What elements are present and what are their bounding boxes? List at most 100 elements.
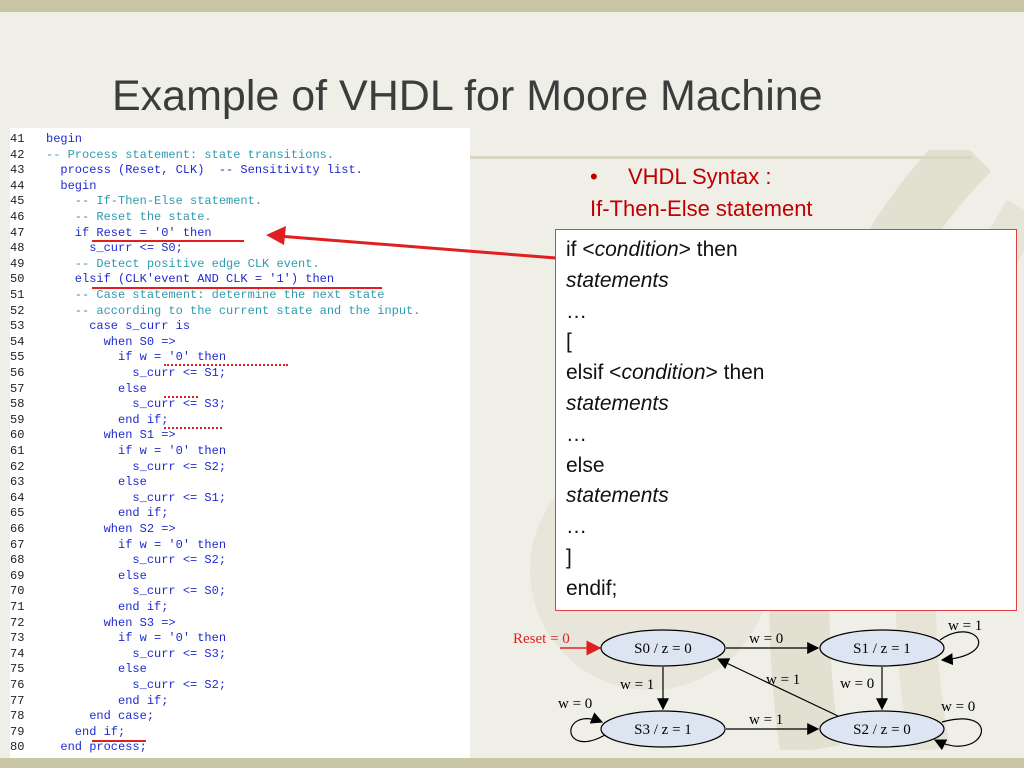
- syntax-line: elsif <condition> then: [566, 361, 765, 385]
- syntax-box: if <condition> then statements … [ elsif <co…: [555, 229, 1017, 611]
- line-number: 68: [10, 553, 25, 568]
- line-number: 61: [10, 444, 25, 458]
- syntax-line: statements: [566, 269, 669, 293]
- code-text: else: [46, 475, 147, 490]
- line-number: 77: [10, 693, 25, 708]
- underline-end-if-outer: [92, 740, 146, 742]
- code-text: end if;: [46, 412, 169, 427]
- code-text: else: [46, 568, 147, 583]
- syntax-line: [: [566, 330, 572, 354]
- underline-elsif: [92, 287, 382, 289]
- syntax-line: …: [566, 423, 587, 447]
- line-number: 47: [10, 225, 25, 240]
- syntax-line: if <condition> then: [566, 238, 738, 262]
- line-number: 42: [10, 147, 25, 162]
- code-text: end process;: [46, 740, 147, 755]
- code-text: when S1 =>: [46, 428, 176, 443]
- line-number: 54: [10, 334, 25, 349]
- code-text: end if;: [46, 506, 169, 521]
- syntax-text: ]: [566, 546, 572, 569]
- code-text: elsif (CLK'event AND CLK = '1') then: [46, 272, 335, 287]
- label-s0-s3: w = 1: [620, 677, 654, 693]
- code-text: end if;: [46, 724, 126, 739]
- code-text: -- Process statement: state transitions.: [46, 147, 335, 162]
- label-s1-self: w = 1: [948, 618, 982, 634]
- code-text: else: [46, 381, 147, 396]
- code-text: if w = '0' then: [46, 444, 227, 458]
- edge-s2-s0: [716, 658, 839, 717]
- code-text: -- Case statement: determine the next st…: [46, 288, 385, 302]
- state-s3: [600, 710, 726, 748]
- line-number: 67: [10, 537, 25, 552]
- line-number: 64: [10, 490, 25, 505]
- syntax-subtitle: If-Then-Else statement: [590, 196, 813, 221]
- top-band: [0, 0, 1024, 12]
- line-number: 55: [10, 350, 25, 365]
- line-number: 48: [10, 241, 25, 256]
- syntax-line: statements: [566, 484, 669, 508]
- line-number: 72: [10, 615, 25, 630]
- label-s1-s2: w = 0: [840, 676, 874, 692]
- line-number: 76: [10, 678, 25, 692]
- state-s0: [600, 629, 726, 667]
- code-text: s_curr <= S1;: [46, 366, 227, 380]
- state-s2-label: S2 / z = 0: [853, 722, 911, 738]
- line-number: 79: [10, 724, 25, 739]
- line-number: 62: [10, 459, 25, 474]
- syntax-line: endif;: [566, 577, 617, 601]
- line-number: 46: [10, 210, 25, 224]
- syntax-text: > then: [705, 361, 765, 385]
- line-number: 53: [10, 319, 25, 334]
- code-text: if w = '0' then: [46, 631, 227, 646]
- loop-s3: [570, 712, 606, 743]
- code-text: s_curr <= S2;: [46, 459, 227, 474]
- syntax-line: …: [566, 515, 587, 539]
- code-text: process (Reset, CLK) -- Sensitivity list…: [46, 163, 363, 178]
- underline-if-w: [164, 364, 288, 366]
- syntax-placeholder: statements: [566, 484, 669, 508]
- state-s2: [819, 710, 945, 748]
- bullet-label: VHDL Syntax :: [628, 164, 772, 189]
- line-number: 60: [10, 428, 25, 443]
- line-number: 65: [10, 506, 25, 521]
- code-text: -- Detect positive edge CLK event.: [46, 256, 320, 271]
- loop-s2: [933, 718, 983, 751]
- line-number: 75: [10, 662, 25, 677]
- line-number: 70: [10, 584, 25, 599]
- state-s0-label: S0 / z = 0: [634, 641, 692, 657]
- syntax-placeholder: statements: [566, 268, 669, 292]
- line-number: 57: [10, 381, 25, 396]
- label-s2-s0: w = 1: [766, 672, 800, 688]
- code-text: -- according to the current state and th…: [46, 303, 421, 318]
- line-number: 52: [10, 303, 25, 318]
- syntax-placeholder: statements: [566, 392, 669, 415]
- bottom-band: [0, 758, 1024, 768]
- underline-end-if: [164, 427, 222, 429]
- syntax-text: …: [566, 515, 587, 539]
- syntax-text: [: [566, 330, 572, 354]
- line-number: 66: [10, 522, 25, 536]
- syntax-text: endif;: [566, 576, 618, 600]
- syntax-text: else: [566, 453, 605, 477]
- reset-label: Reset = 0: [513, 631, 570, 647]
- line-number: 73: [10, 631, 25, 646]
- state-s1-label: S1 / z = 1: [853, 641, 911, 657]
- line-number: 41: [10, 132, 25, 146]
- code-text: s_curr <= S0;: [46, 241, 183, 256]
- line-number: 78: [10, 709, 25, 724]
- bullet-marker: •: [590, 164, 598, 189]
- code-text: s_curr <= S1;: [46, 490, 227, 505]
- title-divider: [470, 156, 972, 159]
- syntax-placeholder: condition: [621, 361, 706, 385]
- syntax-text: elsif <: [566, 361, 622, 385]
- page-title: Example of VHDL for Moore Machine: [112, 72, 823, 120]
- line-number: 45: [10, 194, 25, 209]
- line-number: 69: [10, 568, 25, 583]
- code-text: s_curr <= S2;: [46, 553, 227, 568]
- loop-s1: [939, 631, 980, 666]
- syntax-text: > then: [678, 238, 738, 261]
- code-text: end if;: [46, 693, 169, 708]
